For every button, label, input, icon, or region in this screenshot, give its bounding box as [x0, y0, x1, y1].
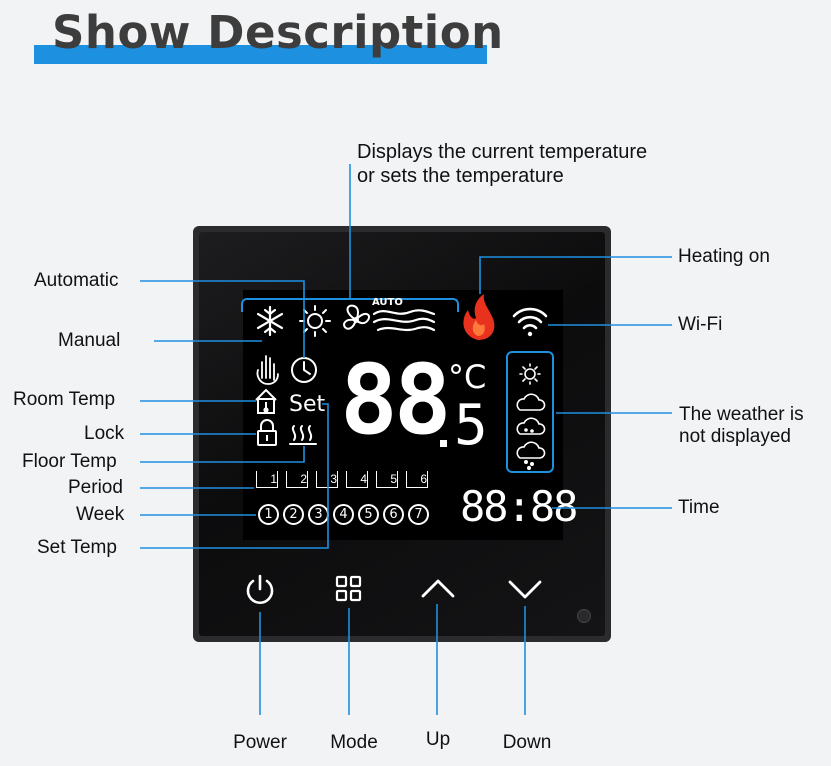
label-floor-temp: Floor Temp [22, 451, 117, 472]
week-day: 4 [333, 504, 354, 525]
week-days: 1 2 3 4 5 6 7 [258, 504, 429, 525]
temperature-digits: 88 [340, 344, 452, 456]
week-day: 6 [383, 504, 404, 525]
floor-heat-icon [289, 425, 317, 445]
week-day: 7 [408, 504, 429, 525]
weather-snow-icon [516, 441, 546, 470]
label-time: Time [678, 497, 720, 518]
description-line-2: or sets the temperature [357, 165, 564, 187]
label-weather: The weather is not displayed [679, 404, 804, 448]
label-week: Week [76, 504, 125, 525]
week-day: 5 [358, 504, 379, 525]
sensor-dot [577, 609, 591, 623]
sun-icon [299, 305, 331, 337]
auto-indicator: AUTO [372, 297, 403, 308]
label-set-temp: Set Temp [37, 537, 117, 558]
label-heating-on: Heating on [678, 246, 770, 267]
celsius-unit: °C [448, 358, 487, 396]
period-icon: 2 [286, 471, 308, 488]
label-room-temp: Room Temp [13, 389, 116, 410]
period-icon: 3 [316, 471, 338, 488]
lcd-screen [243, 290, 563, 540]
chevron-up-icon [421, 579, 455, 598]
label-lock: Lock [84, 423, 125, 444]
mode-button[interactable] [334, 574, 364, 604]
mode-icons-bracket [241, 298, 459, 312]
manual-hand-icon [256, 355, 279, 385]
label-weather-line-2: not displayed [679, 426, 791, 447]
label-weather-line-1: The weather is [679, 404, 804, 425]
up-button[interactable] [420, 576, 456, 600]
flame-icon [463, 294, 495, 340]
clock-digits: 88:88 [460, 482, 578, 531]
label-down: Down [502, 732, 552, 753]
week-day: 1 [258, 504, 279, 525]
description-line-1: Displays the current temperature [357, 141, 648, 163]
down-button[interactable] [507, 578, 543, 602]
period-icon: 5 [376, 471, 398, 488]
label-period: Period [68, 477, 123, 498]
decimal-point [440, 440, 447, 447]
weather-sun-icon [519, 363, 541, 385]
weather-icons-box [506, 351, 554, 473]
weather-rain-icon [516, 417, 546, 435]
label-power: Power [233, 732, 287, 753]
lock-icon [257, 419, 277, 446]
chevron-down-icon [508, 580, 542, 599]
page-title: Show Description [52, 6, 504, 59]
label-up: Up [425, 729, 451, 750]
label-mode: Mode [330, 732, 378, 753]
period-icon: 4 [346, 471, 368, 488]
temperature-decimal: 5 [454, 393, 488, 458]
mode-grid-icon [335, 575, 362, 602]
room-temp-icon [255, 388, 277, 414]
fan-icon [342, 304, 370, 330]
period-icon: 6 [406, 471, 428, 488]
wind-speed-icon [372, 309, 436, 332]
title-underline [34, 45, 487, 64]
label-wifi: Wi-Fi [678, 314, 723, 335]
period-icon: 1 [256, 471, 278, 488]
power-button[interactable] [242, 572, 278, 608]
set-indicator: Set [289, 392, 326, 417]
power-icon [246, 574, 274, 604]
wifi-icon [512, 307, 548, 337]
week-day: 2 [283, 504, 304, 525]
weather-cloud-icon [516, 393, 546, 411]
temperature-description: Displays the current temperature or sets… [357, 140, 647, 188]
snowflake-icon [256, 305, 284, 337]
label-automatic: Automatic [34, 270, 119, 291]
label-manual: Manual [58, 330, 121, 351]
period-icons: 1 2 3 4 5 6 [256, 471, 428, 488]
